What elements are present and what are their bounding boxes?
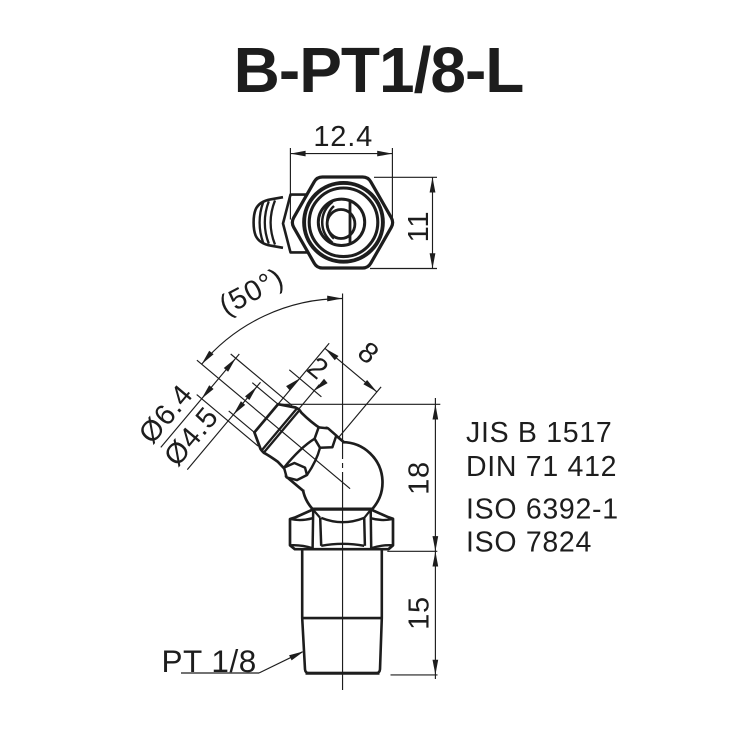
svg-text:JIS B 1517: JIS B 1517 (466, 417, 612, 449)
svg-text:15: 15 (404, 596, 436, 630)
svg-text:18: 18 (404, 461, 436, 495)
svg-text:12.4: 12.4 (313, 121, 373, 153)
svg-text:DIN 71 412: DIN 71 412 (466, 451, 617, 483)
svg-text:ISO 6392-1: ISO 6392-1 (466, 494, 619, 526)
svg-text:2: 2 (301, 351, 335, 386)
svg-text:11: 11 (403, 211, 435, 243)
svg-text:(50°): (50°) (214, 262, 289, 322)
svg-text:8: 8 (351, 336, 385, 371)
svg-text:B-PT1/8-L: B-PT1/8-L (234, 34, 524, 106)
svg-text:ISO 7824: ISO 7824 (466, 527, 592, 559)
